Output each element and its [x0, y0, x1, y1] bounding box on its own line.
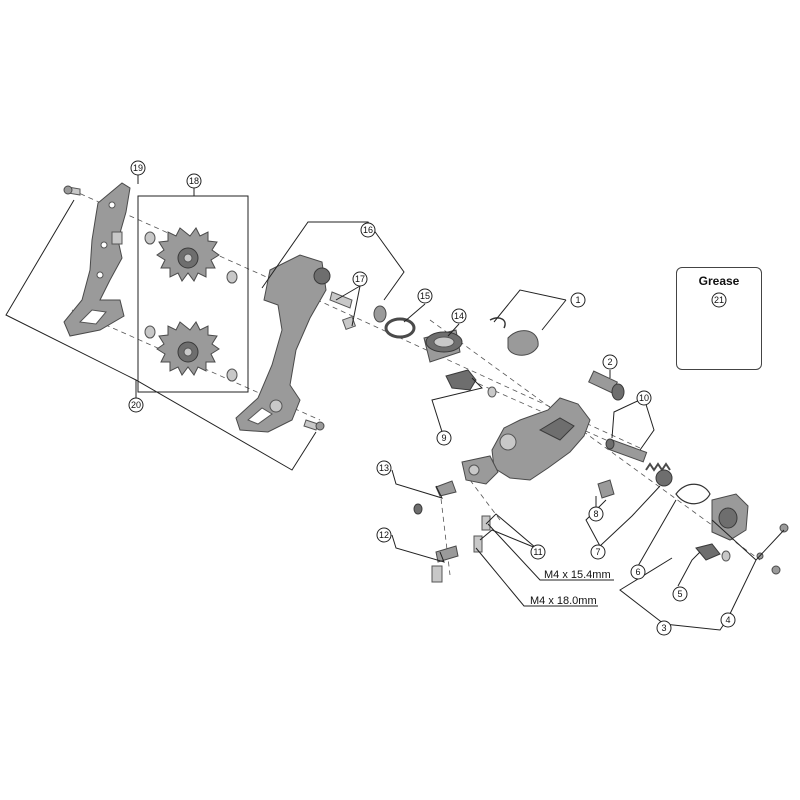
- cover-screws: [756, 523, 789, 575]
- grease-box: Grease: [676, 267, 762, 370]
- callout-12: 12: [376, 527, 392, 543]
- svg-text:14: 14: [454, 311, 464, 321]
- svg-text:6: 6: [635, 567, 640, 577]
- callout-14: 14: [451, 308, 467, 324]
- callout-20: 20: [128, 397, 144, 413]
- snap-ring: [384, 317, 416, 339]
- svg-text:10: 10: [639, 393, 649, 403]
- callout-17: 17: [352, 271, 368, 287]
- svg-text:9: 9: [441, 433, 446, 443]
- svg-text:19: 19: [133, 163, 143, 173]
- cage-bolt-top: [63, 185, 81, 196]
- callout-8: 8: [588, 506, 604, 522]
- o-ring: [675, 483, 711, 505]
- callout-1: 1: [570, 292, 586, 308]
- tension-shaft: [605, 438, 648, 463]
- svg-text:2: 2: [607, 357, 612, 367]
- svg-text:16: 16: [363, 225, 373, 235]
- clutch-cover: [711, 493, 749, 541]
- svg-text:18: 18: [189, 176, 199, 186]
- callout-leaders: [5, 170, 785, 631]
- lower-pulley: [156, 321, 220, 376]
- adjust-bolt: [588, 370, 625, 401]
- callout-4: 4: [720, 612, 736, 628]
- inner-cage-plate: [235, 254, 331, 433]
- derailleur-main-body: [461, 397, 591, 485]
- pulley-set: [144, 227, 238, 382]
- svg-text:11: 11: [533, 547, 542, 557]
- svg-text:4: 4: [725, 615, 730, 625]
- svg-text:12: 12: [379, 530, 389, 540]
- svg-text:20: 20: [131, 400, 141, 410]
- callout-9: 9: [436, 430, 452, 446]
- callout-18: 18: [186, 173, 202, 189]
- mount-screws: [473, 515, 491, 553]
- upper-pulley: [156, 227, 220, 282]
- cage-axle-parts: [329, 291, 387, 331]
- pawl-part: [445, 369, 497, 398]
- svg-text:1: 1: [575, 295, 580, 305]
- svg-text:15: 15: [420, 291, 430, 301]
- callout-19: 19: [130, 160, 146, 176]
- callout-15: 15: [417, 288, 433, 304]
- bushing-cylinder: [423, 329, 463, 363]
- spec-label-m4-15-4: M4 x 15.4mm: [544, 569, 611, 581]
- mounting-bolt: [431, 545, 459, 583]
- cage-bolt-bottom: [303, 419, 325, 431]
- svg-text:13: 13: [379, 463, 389, 473]
- clip-part: [597, 479, 615, 499]
- callout-13: 13: [376, 460, 392, 476]
- svg-text:3: 3: [661, 623, 666, 633]
- svg-text:8: 8: [593, 509, 598, 519]
- svg-text:5: 5: [677, 589, 682, 599]
- svg-text:17: 17: [355, 274, 365, 284]
- spec-label-m4-18-0: M4 x 18.0mm: [530, 595, 597, 607]
- clutch-spring: [645, 462, 673, 487]
- callout-7: 7: [590, 544, 606, 560]
- callout-3: 3: [656, 620, 672, 636]
- cable-guide: [489, 317, 539, 356]
- grease-title: Grease: [698, 274, 740, 288]
- callout-16: 16: [360, 222, 376, 238]
- outer-cage-plate: [63, 182, 131, 337]
- callout-6: 6: [630, 564, 646, 580]
- clutch-lever: [695, 543, 731, 562]
- callout-2: 2: [602, 354, 618, 370]
- callout-5: 5: [672, 586, 688, 602]
- callout-10: 10: [636, 390, 652, 406]
- b-tension-bolt: [413, 480, 457, 515]
- callout-11: 11: [530, 544, 546, 560]
- svg-text:7: 7: [595, 547, 600, 557]
